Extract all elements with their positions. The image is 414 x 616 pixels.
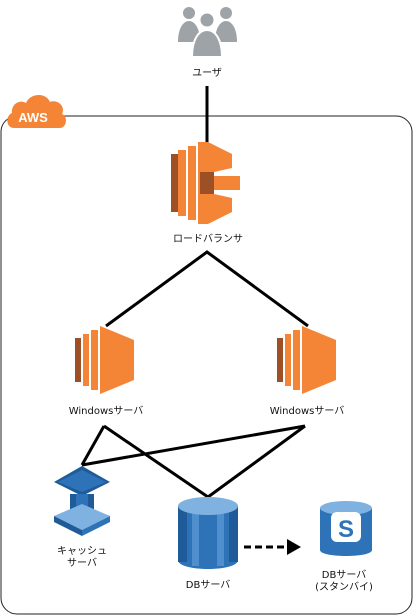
ec2-instance-icon-right (277, 326, 336, 394)
simpledb-glyph: S (338, 516, 354, 543)
rds-db-instance-icon (178, 497, 238, 569)
db-standby-label-line2: (スタンバイ) (315, 582, 373, 593)
windows-server-right-label: Windowsサーバ (269, 406, 345, 417)
users-icon (178, 7, 237, 58)
aws-cloud-badge: AWS (7, 94, 66, 128)
cache-server-label-line2: サーバ (67, 558, 97, 569)
line-lb-to-servers (105, 250, 309, 328)
line-left-server-to-cache (80, 425, 106, 466)
db-standby-label-line1: DBサーバ (321, 570, 367, 581)
aws-cloud-icon (7, 94, 66, 128)
db-server-label: DBサーバ (185, 580, 231, 591)
arrowhead-db-standby (287, 539, 301, 555)
line-left-server-to-db (103, 424, 209, 499)
connections (80, 86, 309, 499)
load-balancer-label: ロードバランサ (173, 234, 243, 245)
ec2-instance-icon-left (75, 326, 134, 394)
db-standby-label: DBサーバ (スタンバイ) (315, 570, 373, 594)
elastic-load-balancer-icon (171, 142, 240, 224)
user-label: ユーザ (192, 68, 222, 79)
elasticache-icon (54, 466, 110, 536)
aws-cloud-label: AWS (18, 110, 48, 125)
simpledb-icon: S (320, 501, 372, 556)
line-right-server-to-db (207, 424, 306, 499)
cache-server-label: キャッシュ サーバ (57, 546, 107, 570)
windows-server-left-label: Windowsサーバ (68, 406, 144, 417)
line-right-server-to-cache (81, 424, 306, 467)
cache-server-label-line1: キャッシュ (57, 546, 107, 557)
